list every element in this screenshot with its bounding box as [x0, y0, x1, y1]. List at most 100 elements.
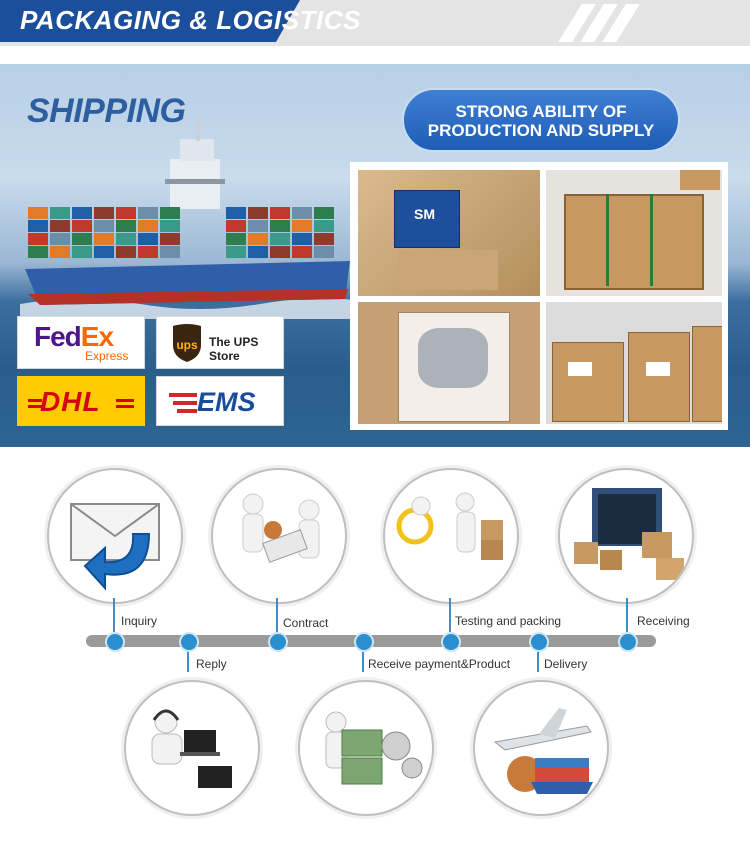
gear-icon: [381, 731, 411, 761]
step-label-receiving: Receiving: [637, 614, 690, 628]
ups-shield-icon: ups: [173, 324, 201, 362]
container-block: [160, 246, 180, 258]
shipping-title: SHIPPING: [27, 92, 186, 130]
container-block: [50, 220, 70, 232]
container-block: [292, 233, 312, 245]
container-block: [50, 246, 70, 258]
inquiry-illustration: [47, 468, 183, 604]
step-label-reply: Reply: [196, 657, 227, 671]
container-block: [292, 246, 312, 258]
container-block: [270, 233, 290, 245]
container-block: [28, 246, 48, 258]
laptop-icon: [184, 730, 216, 752]
photo-open-carton: SM: [358, 170, 540, 296]
container-block: [138, 207, 158, 219]
step-label-testing-packing: Testing and packing: [455, 614, 562, 628]
fedex-logo: FedEx Express: [17, 316, 145, 369]
order-process: Inquiry Reply Contract Receive payment&P…: [0, 448, 750, 848]
container-block: [160, 207, 180, 219]
production-ability-badge: STRONG ABILITY OF PRODUCTION AND SUPPLY: [402, 88, 680, 152]
container-block: [314, 233, 334, 245]
timeline-dot: [618, 632, 638, 652]
ems-logo: EMS: [156, 376, 284, 426]
container-block: [226, 207, 246, 219]
container-block: [72, 246, 92, 258]
ems-name: EMS: [197, 387, 256, 417]
step-label-receive-payment: Receive payment&Product: [368, 657, 511, 671]
fedex-sub: Express: [85, 349, 129, 363]
timeline-dot: [268, 632, 288, 652]
money-icon: [341, 729, 383, 757]
container-block: [270, 207, 290, 219]
reply-arrow-icon: [83, 533, 151, 591]
timeline-dot: [354, 632, 374, 652]
container-block: [50, 207, 70, 219]
container-block: [94, 207, 114, 219]
section-header: PACKAGING & LOGISTICS: [0, 0, 750, 46]
container-block: [116, 246, 136, 258]
timeline-dot: [441, 632, 461, 652]
container-block: [72, 233, 92, 245]
container-block: [292, 220, 312, 232]
container-block: [248, 246, 268, 258]
testing-packing-illustration: [383, 468, 519, 604]
container-block: [116, 233, 136, 245]
container-block: [248, 233, 268, 245]
container-block: [314, 246, 334, 258]
container-block: [116, 207, 136, 219]
container-block: [292, 207, 312, 219]
container-block: [314, 220, 334, 232]
step-label-contract: Contract: [283, 616, 329, 630]
delivery-illustration: [473, 680, 609, 816]
box-logo: SM: [414, 206, 435, 222]
step-label-inquiry: Inquiry: [121, 614, 158, 628]
photo-warehouse: [546, 302, 722, 424]
svg-text:ups: ups: [176, 338, 198, 352]
container-block: [270, 246, 290, 258]
step-label-delivery: Delivery: [544, 657, 588, 671]
shipping-banner: SHIPPING FedEx Express ups The UPS Store…: [0, 64, 750, 447]
container-block: [138, 246, 158, 258]
contract-illustration: [211, 468, 347, 604]
container-block: [270, 220, 290, 232]
container-block: [160, 220, 180, 232]
container-block: [28, 207, 48, 219]
container-block: [94, 233, 114, 245]
ups-store-name: The UPS Store: [209, 335, 259, 363]
dhl-name: DHL: [40, 386, 101, 417]
badge-line-1: STRONG ABILITY OF: [455, 102, 627, 121]
container-block: [28, 220, 48, 232]
container-block: [116, 220, 136, 232]
container-block: [226, 246, 246, 258]
reply-illustration: [124, 680, 260, 816]
magnifier-icon: [396, 507, 434, 545]
badge-line-2: PRODUCTION AND SUPPLY: [427, 121, 655, 140]
timeline-dot: [529, 632, 549, 652]
container-block: [226, 233, 246, 245]
container-block: [28, 233, 48, 245]
headset-icon: [152, 709, 180, 721]
container-block: [226, 220, 246, 232]
container-block: [314, 207, 334, 219]
container-block: [50, 233, 70, 245]
container-block: [94, 220, 114, 232]
ups-logo: ups The UPS Store: [156, 316, 284, 369]
header-banner: [0, 0, 300, 42]
container-block: [72, 220, 92, 232]
container-block: [138, 233, 158, 245]
timeline-dot: [179, 632, 199, 652]
packaging-photos: SM: [350, 162, 728, 430]
container-block: [94, 246, 114, 258]
receiving-illustration: [558, 468, 694, 604]
timeline-dot: [105, 632, 125, 652]
dhl-logo: DHL: [17, 376, 145, 426]
container-block: [248, 220, 268, 232]
ems-speed-lines-icon: [169, 393, 197, 413]
container-block: [138, 220, 158, 232]
container-block: [248, 207, 268, 219]
container-block: [72, 207, 92, 219]
section-title: PACKAGING & LOGISTICS: [20, 5, 361, 35]
container-block: [160, 233, 180, 245]
payment-illustration: [298, 680, 434, 816]
photo-palletized-cartons: [546, 170, 722, 296]
